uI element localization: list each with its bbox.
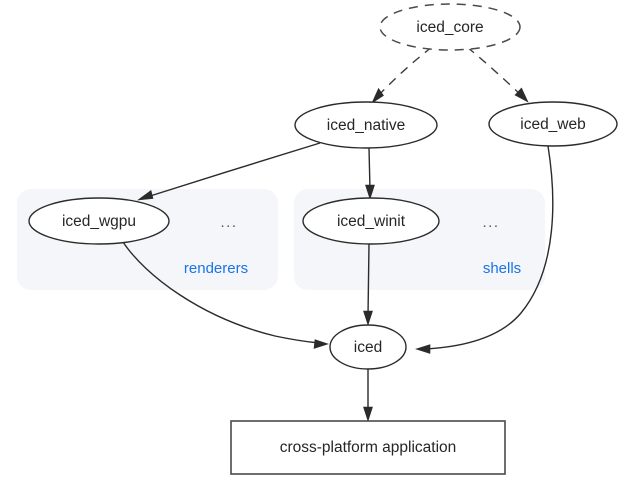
edge-web-to-iced: [415, 145, 554, 354]
edge-wgpu-to-iced-line: [122, 241, 320, 344]
edge-winit-to-iced: [363, 243, 373, 326]
node-iced-native-shape[interactable]: [294, 101, 438, 149]
node-iced-core-shape[interactable]: [379, 3, 521, 51]
edge-core-to-native-arrowhead: [371, 87, 384, 104]
edge-native-to-winit-line: [368, 147, 371, 191]
node-iced-core-label: iced_core: [416, 19, 483, 36]
node-application-label: cross-platform application: [280, 439, 457, 456]
edge-web-to-iced-line: [424, 145, 554, 350]
node-iced-winit-label: iced_winit: [337, 213, 406, 230]
edge-web-to-iced-arrowhead: [415, 344, 431, 354]
cluster-renderers-label: renderers: [184, 260, 248, 277]
edge-wgpu-to-iced: [122, 241, 329, 349]
node-iced-shape[interactable]: [329, 324, 407, 370]
node-iced-winit-shape[interactable]: [302, 197, 440, 245]
cluster-shells-label: shells: [483, 260, 521, 277]
node-iced-winit[interactable]: iced_winit: [302, 197, 440, 245]
node-application-shape[interactable]: [230, 420, 506, 475]
node-iced-native-label: iced_native: [327, 117, 405, 134]
node-iced-wgpu-label: iced_wgpu: [62, 213, 136, 230]
node-iced-core[interactable]: iced_core: [379, 3, 521, 51]
edge-winit-to-iced-line: [367, 243, 370, 317]
node-iced-web-shape[interactable]: [488, 101, 618, 147]
node-iced[interactable]: iced: [329, 324, 407, 370]
edge-core-to-web-line: [466, 46, 522, 96]
edge-native-to-wgpu-arrowhead: [136, 189, 154, 201]
edge-core-to-native: [371, 46, 433, 104]
cluster-renderers-ellipsis: ...: [220, 214, 237, 231]
edge-core-to-web-arrowhead: [514, 87, 529, 103]
edge-native-to-winit-arrowhead: [365, 184, 375, 200]
node-iced-web-label: iced_web: [520, 116, 586, 133]
node-iced-wgpu-shape[interactable]: [28, 197, 170, 245]
node-iced-web[interactable]: iced_web: [488, 101, 618, 147]
node-iced-native[interactable]: iced_native: [294, 101, 438, 149]
node-application[interactable]: cross-platform application: [230, 420, 506, 475]
edge-iced-to-app: [363, 369, 373, 422]
edge-native-to-winit: [365, 147, 375, 200]
edge-winit-to-iced-arrowhead: [363, 310, 373, 326]
edge-core-to-web: [466, 46, 529, 103]
edge-native-to-wgpu-line: [146, 142, 321, 198]
edge-core-to-native-line: [377, 46, 433, 97]
cluster-shells-ellipsis: ...: [482, 214, 499, 231]
node-iced-wgpu[interactable]: iced_wgpu: [28, 197, 170, 245]
node-iced-label: iced: [354, 339, 382, 356]
edge-wgpu-to-iced-arrowhead: [313, 339, 329, 349]
edge-native-to-wgpu: [136, 142, 321, 201]
edge-iced-to-app-arrowhead: [363, 406, 373, 422]
